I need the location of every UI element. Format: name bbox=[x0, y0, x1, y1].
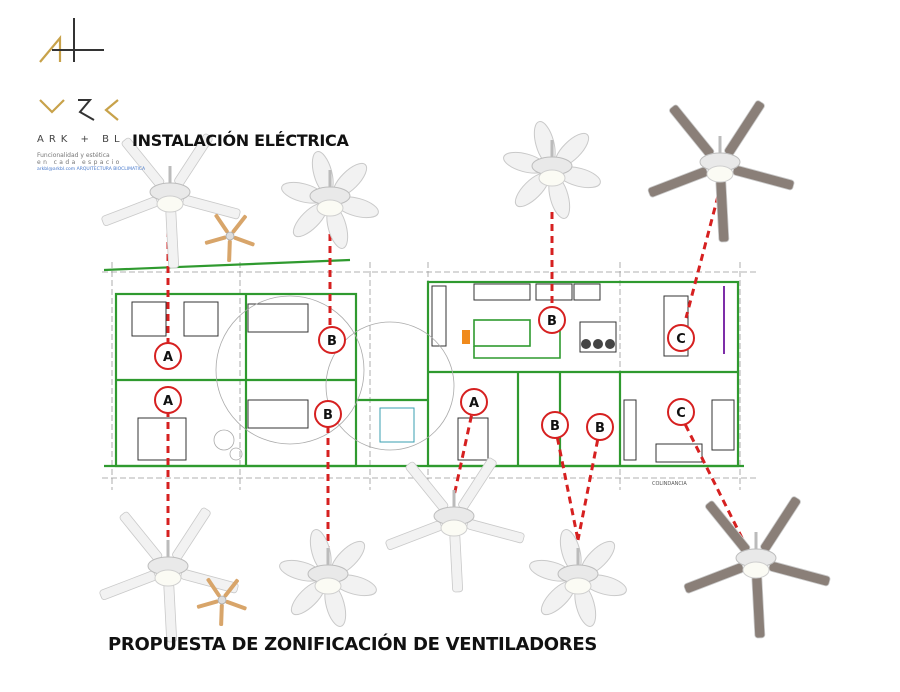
zone-marker-a: A bbox=[154, 342, 182, 370]
ceiling-fan-a-icon bbox=[385, 457, 525, 593]
ceiling-fan-c-icon bbox=[647, 100, 795, 243]
zone-markers: A A A B B B B B bbox=[154, 306, 695, 441]
brand-tagline: Funcionalidad y estética bbox=[37, 152, 110, 159]
small-fan-icon bbox=[204, 213, 255, 263]
zone-marker-c: C bbox=[667, 398, 695, 426]
svg-text:A: A bbox=[469, 396, 479, 411]
ceiling-fan-b-icon bbox=[529, 529, 627, 627]
svg-text:A: A bbox=[163, 394, 173, 409]
zone-marker-b: B bbox=[314, 400, 342, 428]
small-fan-icon bbox=[196, 577, 247, 627]
svg-text:A: A bbox=[163, 350, 173, 365]
plan-label: COLINDANCIA bbox=[652, 481, 687, 487]
fan-connectors bbox=[166, 195, 746, 548]
ceiling-fan-b-icon bbox=[503, 121, 601, 219]
svg-text:C: C bbox=[676, 406, 686, 421]
ceiling-fan-c-icon bbox=[683, 496, 831, 639]
svg-text:B: B bbox=[547, 314, 557, 329]
zone-marker-b: B bbox=[586, 413, 614, 441]
svg-text:C: C bbox=[676, 332, 686, 347]
floor-plan: COLINDANCIA bbox=[102, 258, 758, 490]
svg-text:B: B bbox=[323, 408, 333, 423]
diagram-caption: PROPUESTA DE ZONIFICACIÓN DE VENTILADORE… bbox=[108, 634, 598, 655]
zone-marker-b: B bbox=[538, 306, 566, 334]
zone-marker-a: A bbox=[154, 386, 182, 414]
brand-tagline: en cada espacio bbox=[37, 159, 122, 166]
zone-marker-c: C bbox=[667, 324, 695, 352]
ark-bl-logo bbox=[39, 18, 119, 121]
brand-contact: arkbl@arkbl.com ARQUITECTURA BIOCLIMATIC… bbox=[37, 167, 146, 172]
svg-text:B: B bbox=[550, 419, 560, 434]
brand-name: ARK + BL bbox=[37, 134, 125, 145]
svg-text:B: B bbox=[327, 334, 337, 349]
ceiling-fan-b-icon bbox=[279, 529, 377, 627]
ceiling-fan-b-icon bbox=[281, 151, 379, 249]
page-title: INSTALACIÓN ELÉCTRICA bbox=[132, 131, 349, 150]
zone-marker-b: B bbox=[541, 411, 569, 439]
svg-text:B: B bbox=[595, 421, 605, 436]
small-wood-fans bbox=[196, 213, 255, 627]
zone-marker-b: B bbox=[318, 326, 346, 354]
zone-marker-a: A bbox=[460, 388, 488, 416]
ceiling-fans bbox=[99, 100, 831, 643]
ceiling-fan-a-icon bbox=[99, 507, 239, 643]
ceiling-fan-a-icon bbox=[101, 133, 241, 269]
